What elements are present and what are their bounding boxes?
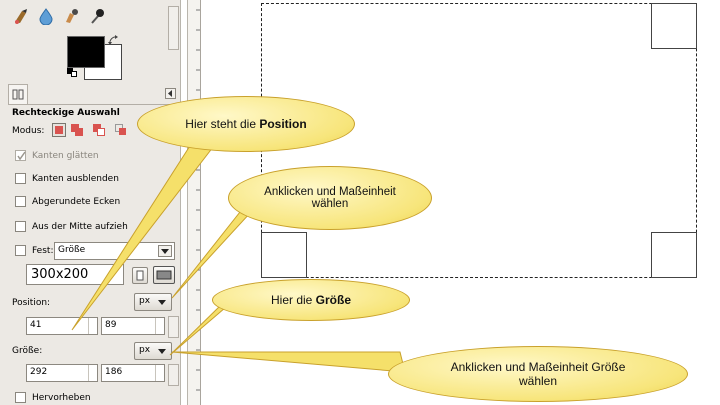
tool-options-icon [12,89,24,100]
expand-from-center-label: Aus der Mitte aufzieh [32,222,128,232]
tool-options-panel: Rechteckige Auswahl Modus: Kanten glätte… [0,0,181,405]
mode-add-button[interactable] [70,123,84,137]
position-label: Position: [12,298,51,308]
callout-position: Hier steht die Position [137,96,355,152]
paintbrush-icon[interactable] [12,7,30,25]
callout-size-bold: Größe [315,293,352,307]
fixed-mode-select[interactable]: Größe [54,242,175,260]
callout-size: Hier die Größe [212,279,410,321]
landscape-button[interactable] [153,266,175,284]
panel-ruler-size [168,364,179,386]
callout-unit-line1: Anklicken und Maßeinheit [264,186,396,198]
position-y-value: 89 [105,320,117,330]
size-width-stepper[interactable] [88,365,97,381]
smudge-icon[interactable] [62,7,80,25]
size-label: Größe: [12,346,43,356]
callout-unit-line2: wählen [311,198,349,210]
chevron-down-icon [158,349,166,354]
size-height-stepper[interactable] [155,365,164,381]
size-width-value: 292 [30,367,48,377]
callout-unit-size: Anklicken und Maßeinheit Größe wählen [388,346,688,402]
position-x-input[interactable]: 41 [26,317,98,335]
portrait-button[interactable] [132,267,148,284]
fixed-value-text: 300x200 [31,267,89,282]
fixed-label: Fest: [32,246,54,256]
swap-colors-icon[interactable] [108,35,120,47]
callout-unit-size-line1: Anklicken und Maßeinheit Größe [450,360,626,374]
size-unit-menu[interactable]: px [134,342,172,360]
reset-colors-icon[interactable] [67,68,78,77]
antialias-label: Kanten glätten [32,151,99,161]
size-height-value: 186 [105,367,123,377]
position-y-input[interactable]: 89 [101,317,165,335]
pointer-unit-size [171,351,406,373]
mode-replace-button[interactable] [52,123,66,137]
feather-label: Kanten ausblenden [32,174,119,184]
expand-from-center-checkbox[interactable] [15,221,26,232]
panel-title: Rechteckige Auswahl [12,108,120,118]
mode-subtract-button[interactable] [92,123,106,137]
panel-menu-icon[interactable] [165,88,176,99]
handle-bottom-left[interactable] [261,232,307,278]
mode-label: Modus: [12,126,45,136]
position-unit-value: px [139,296,151,306]
position-x-value: 41 [30,320,42,330]
feather-checkbox[interactable] [15,173,26,184]
callout-position-prefix: Hier steht die [185,117,260,131]
handle-top-right[interactable] [651,3,697,49]
callout-size-text: Hier die Größe [271,293,351,307]
dodge-burn-icon[interactable] [88,7,106,25]
mode-intersect-button[interactable] [114,123,128,137]
fixed-checkbox[interactable] [15,245,26,256]
panel-ruler-position [168,316,179,338]
callout-unit-size-line2: wählen [518,374,558,388]
position-x-stepper[interactable] [88,318,97,334]
handle-bottom-right[interactable] [651,232,697,278]
tab-bar [8,84,178,105]
size-height-input[interactable]: 186 [101,364,165,382]
foreground-color-swatch[interactable] [67,36,105,68]
panel-ruler-top [168,6,179,50]
chevron-down-icon [158,245,172,257]
size-unit-value: px [139,345,151,355]
tab-tool-options[interactable] [8,84,28,104]
position-y-stepper[interactable] [155,318,164,334]
fixed-mode-value: Größe [58,245,86,255]
rounded-corners-checkbox[interactable] [15,196,26,207]
callout-position-text: Hier steht die Position [185,117,306,131]
pointer-position [71,137,222,331]
chevron-down-icon [158,300,166,305]
size-width-input[interactable]: 292 [26,364,98,382]
highlight-label: Hervorheben [32,393,91,403]
ink-drop-icon[interactable] [37,7,55,26]
callout-size-prefix: Hier die [270,293,316,307]
callout-position-bold: Position [259,117,307,131]
rounded-corners-label: Abgerundete Ecken [32,197,121,207]
antialias-checkbox[interactable] [15,150,26,161]
position-unit-menu[interactable]: px [134,293,172,311]
fixed-value-input[interactable]: 300x200 [26,264,124,285]
callout-unit: Anklicken und Maßeinheit wählen [228,166,432,230]
highlight-checkbox[interactable] [15,392,26,403]
